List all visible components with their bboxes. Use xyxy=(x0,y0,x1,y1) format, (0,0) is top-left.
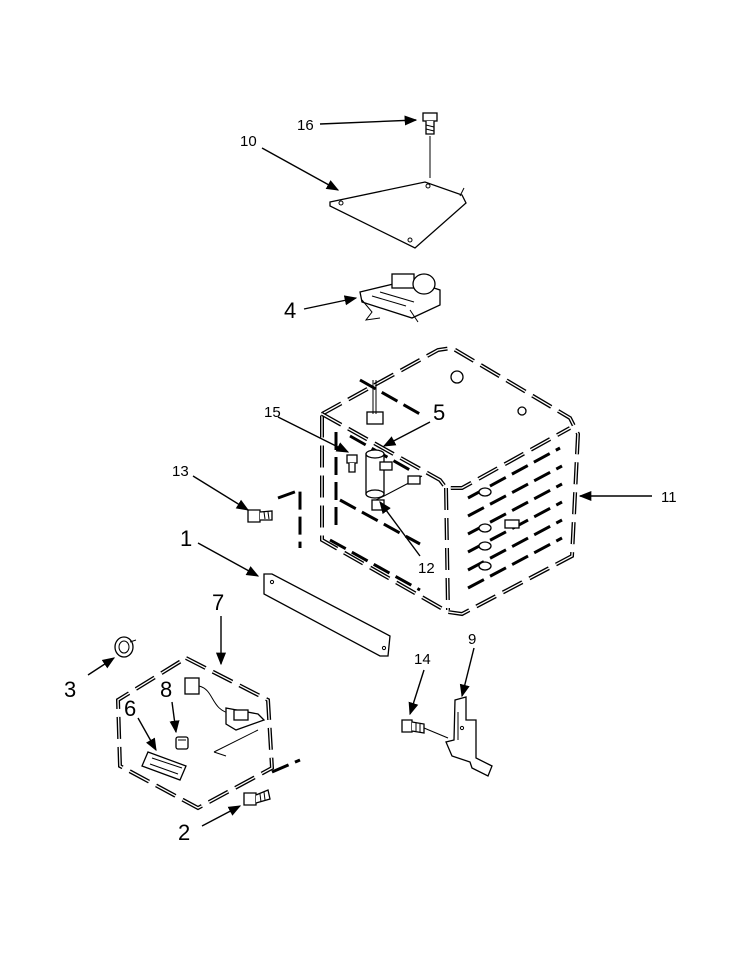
oven-chassis-part-11 xyxy=(320,345,581,617)
screw-part-14 xyxy=(401,719,449,739)
callout-15: 15 xyxy=(264,404,281,421)
mounting-bracket-part-9 xyxy=(445,696,493,777)
screw-part-15 xyxy=(346,454,358,473)
callout-14: 14 xyxy=(414,651,431,668)
leader-14 xyxy=(408,669,425,716)
front-strip-part-1 xyxy=(263,573,391,657)
callout-9: 9 xyxy=(468,631,476,648)
light-assembly-part-7 xyxy=(115,655,301,811)
lens-part-6 xyxy=(141,751,187,781)
leader-8 xyxy=(169,701,180,734)
leader-12 xyxy=(379,500,421,557)
callout-13: 13 xyxy=(172,463,189,480)
light-socket-part-5 xyxy=(365,449,393,499)
callout-3: 3 xyxy=(64,677,76,702)
leader-16 xyxy=(319,115,418,126)
callout-5: 5 xyxy=(433,400,445,425)
callout-11: 11 xyxy=(661,489,677,506)
leader-9 xyxy=(459,647,475,698)
callout-1: 1 xyxy=(180,526,192,551)
leader-4 xyxy=(303,295,358,310)
callout-8: 8 xyxy=(160,677,172,702)
callout-12: 12 xyxy=(418,560,435,577)
screw-part-13 xyxy=(247,509,273,523)
leader-15 xyxy=(277,416,350,453)
leader-2 xyxy=(201,805,242,827)
leader-5 xyxy=(382,421,431,447)
callout-10: 10 xyxy=(240,133,257,150)
dashed-guide-13 xyxy=(277,487,302,548)
leader-6 xyxy=(137,717,157,752)
callout-2: 2 xyxy=(178,820,190,845)
leader-3 xyxy=(87,657,116,676)
screw-part-2 xyxy=(243,789,271,806)
leader-10 xyxy=(261,147,340,191)
leader-13 xyxy=(192,475,250,511)
callout-4: 4 xyxy=(284,298,296,323)
door-latch-part-4 xyxy=(359,273,441,323)
leader-1 xyxy=(197,542,260,577)
callout-7: 7 xyxy=(212,590,224,615)
screw-part-16 xyxy=(422,112,438,178)
callout-16: 16 xyxy=(297,117,314,134)
knob-part-3 xyxy=(114,636,137,658)
bulb-harness-part-8 xyxy=(175,677,266,757)
top-plate-part-10 xyxy=(329,181,467,249)
callout-6: 6 xyxy=(124,696,136,721)
